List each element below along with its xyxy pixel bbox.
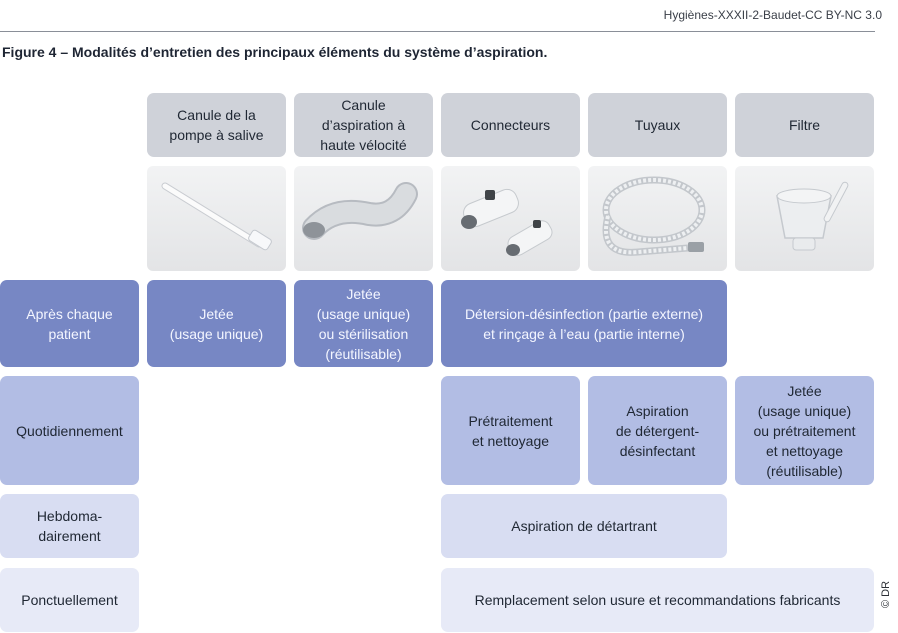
column-header-filter: Filtre — [735, 93, 874, 157]
row-label-daily: Quotidiennement — [0, 376, 139, 485]
tubing-icon — [588, 166, 727, 271]
row-label-weekly: Hebdoma- dairement — [0, 494, 139, 558]
column-header-saliva-ejector: Canule de la pompe à salive — [147, 93, 286, 157]
high-volume-suction-cannula-icon — [294, 166, 433, 271]
cell-connectors-tubing-weekly: Aspiration de détartrant — [441, 494, 727, 558]
photo-credit: © DR — [880, 580, 892, 608]
row-label-occasionally: Ponctuellement — [0, 568, 139, 632]
saliva-ejector-icon — [147, 166, 286, 271]
cell-connectors-tubing-after-each-patient: Détersion-désinfection (partie externe) … — [441, 280, 727, 367]
column-header-tubing: Tuyaux — [588, 93, 727, 157]
figure-title: Figure 4 – Modalités d’entretien des pri… — [2, 44, 548, 60]
connectors-icon — [441, 166, 580, 271]
column-header-hve-cannula: Canule d’aspiration à haute vélocité — [294, 93, 433, 157]
filter-icon — [735, 166, 874, 271]
cell-tubing-daily: Aspiration de détergent- désinfectant — [588, 376, 727, 485]
cell-saliva-ejector-after-each-patient: Jetée (usage unique) — [147, 280, 286, 367]
cell-connectors-tubing-filter-occasionally: Remplacement selon usure et recommandati… — [441, 568, 874, 632]
cell-filter-daily: Jetée (usage unique) ou prétraitement et… — [735, 376, 874, 485]
cell-connectors-daily: Prétraitement et nettoyage — [441, 376, 580, 485]
cell-hve-cannula-after-each-patient: Jetée (usage unique) ou stérilisation (r… — [294, 280, 433, 367]
column-header-connectors: Connecteurs — [441, 93, 580, 157]
header-rule — [0, 31, 875, 32]
row-label-after-each-patient: Après chaque patient — [0, 280, 139, 367]
header-credit: Hygiènes-XXXII-2-Baudet-CC BY-NC 3.0 — [663, 8, 882, 22]
